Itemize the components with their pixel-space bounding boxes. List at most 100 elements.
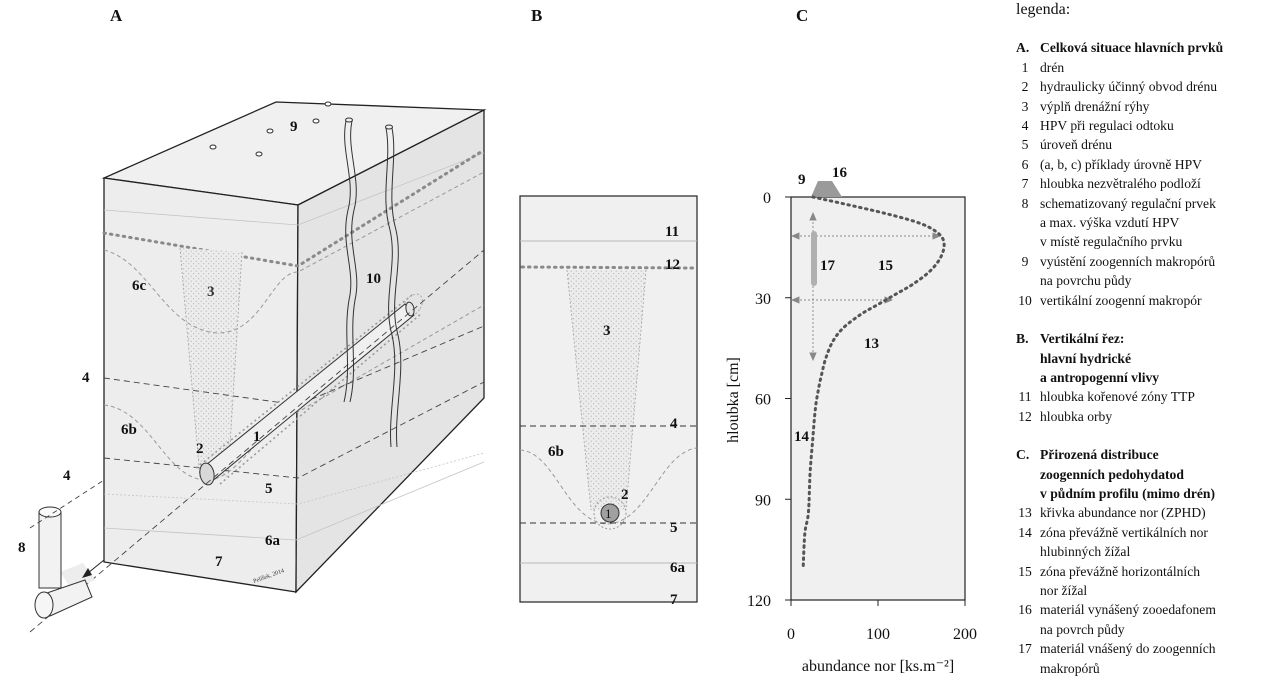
legend-item-text: úroveň drénu (1040, 137, 1113, 153)
legend-item-number (1016, 542, 1040, 561)
panel-a: A (18, 6, 487, 633)
legend-item-text: materiál vnášený do zoogenních (1040, 641, 1216, 657)
x-tick-label: 100 (866, 626, 890, 643)
legend-section-heading: zoogenních pedohydatod (1016, 465, 1278, 484)
legend-item: nor žížal (1016, 581, 1278, 600)
label-1-a: 1 (253, 429, 261, 445)
legend-item-number: 6 (1021, 156, 1029, 172)
legend-item-number: 13 (1018, 505, 1032, 521)
level-5-line-a (103, 381, 485, 479)
legend-item-number: 1 (1021, 59, 1029, 75)
macropores-a (343, 117, 402, 448)
water-table-6c-a (103, 171, 485, 334)
legend-item-number: 4 (1021, 118, 1029, 134)
label-2-a: 2 (196, 441, 204, 457)
legend-item-number: 8 (1021, 195, 1029, 211)
plot-area-c (790, 196, 966, 601)
legend-item-number: 5 (1021, 137, 1029, 153)
legend-item-number: 11 (1018, 389, 1032, 405)
plough-depth-line-a (102, 148, 486, 268)
drain-pipe-a (199, 301, 415, 486)
x-axis-title-c: abundance nor [ks.m⁻²] (802, 658, 954, 675)
label-6b-b: 6b (548, 444, 564, 460)
label-1-b: 1 (605, 506, 612, 521)
legend-section-heading: C.Přirozená distribuce (1016, 445, 1278, 464)
trench-fill-b (567, 270, 646, 510)
trench-fill-a (180, 248, 242, 478)
plough-depth-line-b (520, 265, 697, 270)
label-12-b: 12 (665, 257, 680, 273)
legend-item: 11 hloubka kořenové zóny TTP (1016, 387, 1278, 406)
panel-b-letter: B (531, 6, 542, 25)
legend-item: na povrch půdy (1016, 620, 1278, 639)
legend-section-heading-text: zoogenních pedohydatod (1040, 466, 1184, 482)
label-6a-a: 6a (265, 533, 281, 549)
legend-item-number: 7 (1021, 176, 1029, 192)
legend-item-text: hloubka orby (1040, 408, 1113, 424)
legend-item-text: (a, b, c) příklady úrovně HPV (1040, 156, 1202, 172)
legend-item: 4 HPV při regulaci odtoku (1016, 116, 1278, 135)
legend-item-text: nor žížal (1040, 582, 1088, 598)
legend-item-text: křivka abundance nor (ZPHD) (1040, 505, 1206, 521)
legend-section-heading: a antropogenní vlivy (1016, 368, 1278, 387)
legend-section-heading-text: Přirozená distribuce (1040, 447, 1159, 463)
panel-b: B 1 11 12 3 4 6b 2 5 6a 7 (519, 6, 698, 608)
label-8-a: 8 (18, 540, 26, 556)
legend-item-text: a max. výška vzdutí HPV (1040, 215, 1180, 231)
legend-item-text: HPV při regulaci odtoku (1040, 118, 1174, 134)
legend-item-text: hydraulicky účinný obvod drénu (1040, 79, 1218, 95)
panel-a-letter: A (110, 6, 123, 25)
figure: A (18, 6, 977, 675)
legend-item-number: 16 (1018, 602, 1032, 618)
x-tick-label: 200 (953, 626, 977, 643)
legend-item: 14 zóna převážně vertikálních nor (1016, 523, 1278, 542)
legend-item-number (1016, 213, 1040, 232)
legend-section-heading: B.Vertikální řez: (1016, 329, 1278, 348)
legend-item-text: hloubka kořenové zóny TTP (1040, 389, 1195, 405)
label-7-a: 7 (215, 554, 223, 570)
legend-item-number (1016, 620, 1040, 639)
legend-item-text: makropórů (1040, 660, 1100, 676)
legend-item-text: hlubinných žížal (1040, 544, 1131, 560)
legend-item-text: schematizovaný regulační prvek (1040, 195, 1216, 211)
legend-section-heading-text: a antropogenní vlivy (1040, 369, 1160, 385)
legend-section-heading: v půdním profilu (mimo drén) (1016, 484, 1278, 503)
legend-section-heading: hlavní hydrické (1016, 349, 1278, 368)
label-4-a: 4 (82, 370, 90, 386)
legend-item-text: na povrchu půdy (1040, 273, 1132, 289)
label-5-b: 5 (670, 520, 678, 536)
legend-item-number: 14 (1018, 524, 1032, 540)
label-2-b: 2 (621, 487, 629, 503)
label-5-a: 5 (265, 481, 273, 497)
label-14-c: 14 (794, 429, 810, 445)
surface-material-16 (811, 181, 842, 197)
legend-section-key (1016, 349, 1040, 368)
label-6c-a: 6c (132, 278, 147, 294)
y-tick-label: 120 (747, 593, 771, 610)
legend-item: na povrchu půdy (1016, 271, 1278, 290)
legend-item-number: 15 (1018, 563, 1032, 579)
legend-title: legenda: (1016, 1, 1071, 18)
legend-item-number: 2 (1021, 79, 1029, 95)
legend-item-number: 3 (1021, 98, 1029, 114)
legend-item-number (1016, 659, 1040, 678)
label-11-b: 11 (665, 224, 679, 240)
label-9-c: 9 (798, 172, 806, 188)
legend-section-key: A. (1016, 40, 1030, 56)
legend-item-text: zóna převážně vertikálních nor (1040, 524, 1208, 540)
y-tick-label: 90 (755, 492, 771, 509)
y-axis-title-c: hloubka [cm] (725, 357, 742, 443)
label-13-c: 13 (864, 336, 879, 352)
label-9-a: 9 (290, 119, 298, 135)
legend-item-number: 12 (1018, 408, 1032, 424)
label-6a-b: 6a (670, 560, 686, 576)
legend-section-heading: A.Celková situace hlavních prvků (1016, 38, 1278, 57)
legend-item: makropórů (1016, 659, 1278, 678)
legend-item: 8 schematizovaný regulační prvek (1016, 194, 1278, 213)
